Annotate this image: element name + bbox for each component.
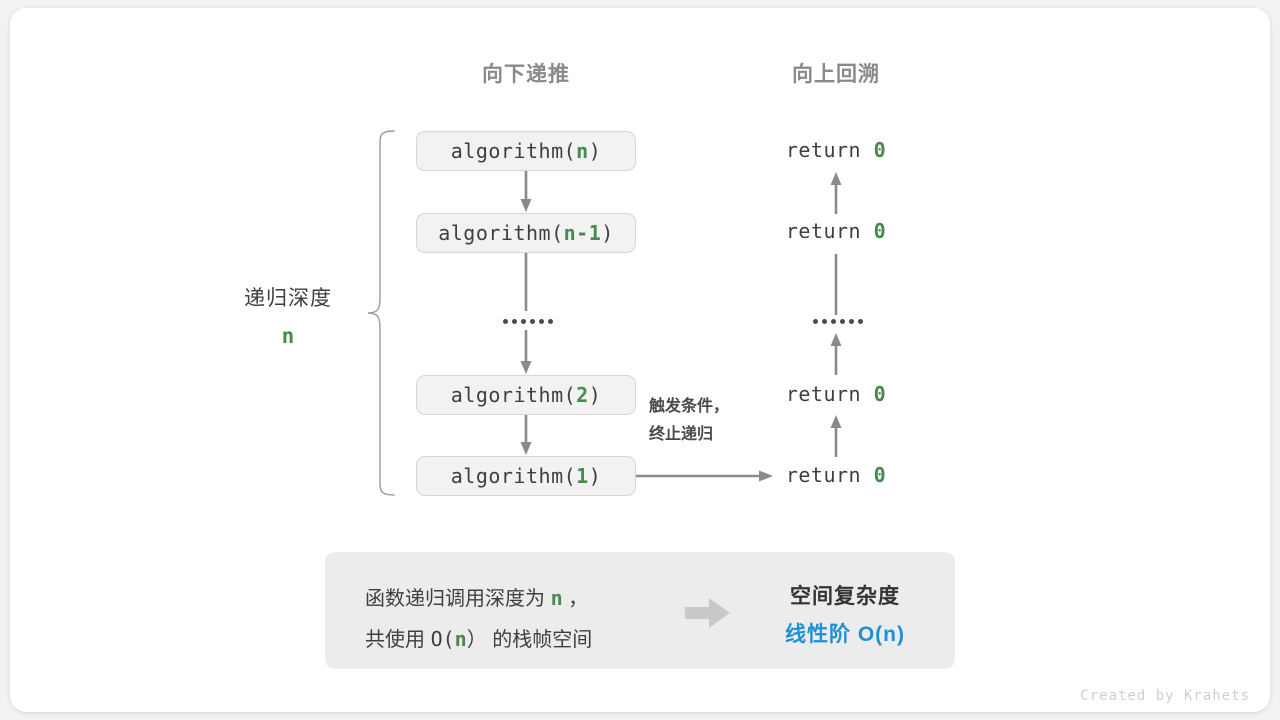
call-box-arg: n xyxy=(576,139,589,163)
summary-line-1-n: n xyxy=(550,586,563,610)
arrow-down-1-icon xyxy=(520,171,532,212)
summary-line-2-text-a: 共使用 xyxy=(365,629,425,651)
summary-line-2-text-b: 的栈帧空间 xyxy=(492,629,593,651)
return-keyword: return xyxy=(785,219,862,243)
arrow-down-2-icon xyxy=(524,253,528,311)
summary-line-2-o: O( xyxy=(430,627,455,651)
call-box-2: algorithm(2) xyxy=(416,375,636,415)
call-box-suffix: ) xyxy=(588,139,602,163)
call-box-n-minus-1: algorithm(n-1) xyxy=(416,213,636,253)
summary-description: 函数递归调用深度为 n ， 共使用 O(n） 的栈帧空间 xyxy=(365,578,592,660)
arrow-up-1-icon xyxy=(830,172,842,214)
call-box-1: algorithm(1) xyxy=(416,456,636,496)
heading-down-recursion: 向下递推 xyxy=(482,63,570,86)
return-value: 0 xyxy=(873,138,887,162)
call-box-arg: n-1 xyxy=(563,221,602,245)
arrow-up-2-icon xyxy=(834,254,838,315)
watermark-credit: Created by Krahets xyxy=(1080,688,1250,704)
arrow-up-3-icon xyxy=(830,333,842,375)
trigger-line-1: 触发条件， xyxy=(649,398,730,415)
summary-line-1: 函数递归调用深度为 n ， xyxy=(365,578,592,619)
recursion-depth-value: n xyxy=(281,324,295,348)
call-box-prefix: algorithm( xyxy=(438,221,564,245)
summary-line-2-close: ） xyxy=(466,629,487,651)
summary-line-1-text-b: ， xyxy=(568,588,589,610)
ellipsis-dots-right xyxy=(813,319,863,324)
return-keyword: return xyxy=(785,138,862,162)
summary-panel: 函数递归调用深度为 n ， 共使用 O(n） 的栈帧空间 空间复杂度 线性阶 O… xyxy=(325,552,955,669)
call-box-suffix: ) xyxy=(588,383,602,407)
call-box-arg: 1 xyxy=(576,464,589,488)
call-box-prefix: algorithm( xyxy=(450,464,577,488)
heading-up-backtrack: 向上回溯 xyxy=(792,63,880,86)
return-keyword: return xyxy=(785,463,862,487)
arrow-transition-icon xyxy=(636,470,773,482)
recursion-depth-text: 递归深度 xyxy=(244,287,332,310)
call-box-prefix: algorithm( xyxy=(450,383,577,407)
return-label-4: return 0 xyxy=(726,463,946,487)
result-arrow-icon xyxy=(685,598,730,628)
space-complexity-value: 线性阶 O(n) xyxy=(785,623,905,646)
arrow-up-4-icon xyxy=(830,415,842,457)
recursion-depth-label: 递归深度 n xyxy=(188,282,388,348)
trigger-condition-annotation: 触发条件， 终止递归 xyxy=(649,393,729,449)
return-label-1: return 0 xyxy=(726,138,946,162)
return-label-3: return 0 xyxy=(726,382,946,406)
call-box-prefix: algorithm( xyxy=(450,139,577,163)
return-keyword: return xyxy=(785,382,862,406)
call-box-suffix: ) xyxy=(588,464,602,488)
arrow-down-4-icon xyxy=(520,415,532,455)
return-label-2: return 0 xyxy=(726,219,946,243)
call-box-n: algorithm(n) xyxy=(416,131,636,171)
call-box-suffix: ) xyxy=(601,221,614,245)
summary-result: 空间复杂度 线性阶 O(n) xyxy=(745,578,945,654)
summary-line-1-text-a: 函数递归调用深度为 xyxy=(365,588,545,610)
call-box-arg: 2 xyxy=(576,383,589,407)
trigger-line-2: 终止递归 xyxy=(649,426,714,443)
ellipsis-dots-left xyxy=(503,319,553,324)
summary-line-2: 共使用 O(n） 的栈帧空间 xyxy=(365,619,592,660)
return-value: 0 xyxy=(873,382,887,406)
summary-line-2-n: n xyxy=(454,627,467,651)
arrow-down-3-icon xyxy=(520,330,532,374)
return-value: 0 xyxy=(873,219,887,243)
space-complexity-title: 空间复杂度 xyxy=(790,585,900,608)
return-value: 0 xyxy=(873,463,887,487)
depth-brace-icon xyxy=(367,130,395,496)
